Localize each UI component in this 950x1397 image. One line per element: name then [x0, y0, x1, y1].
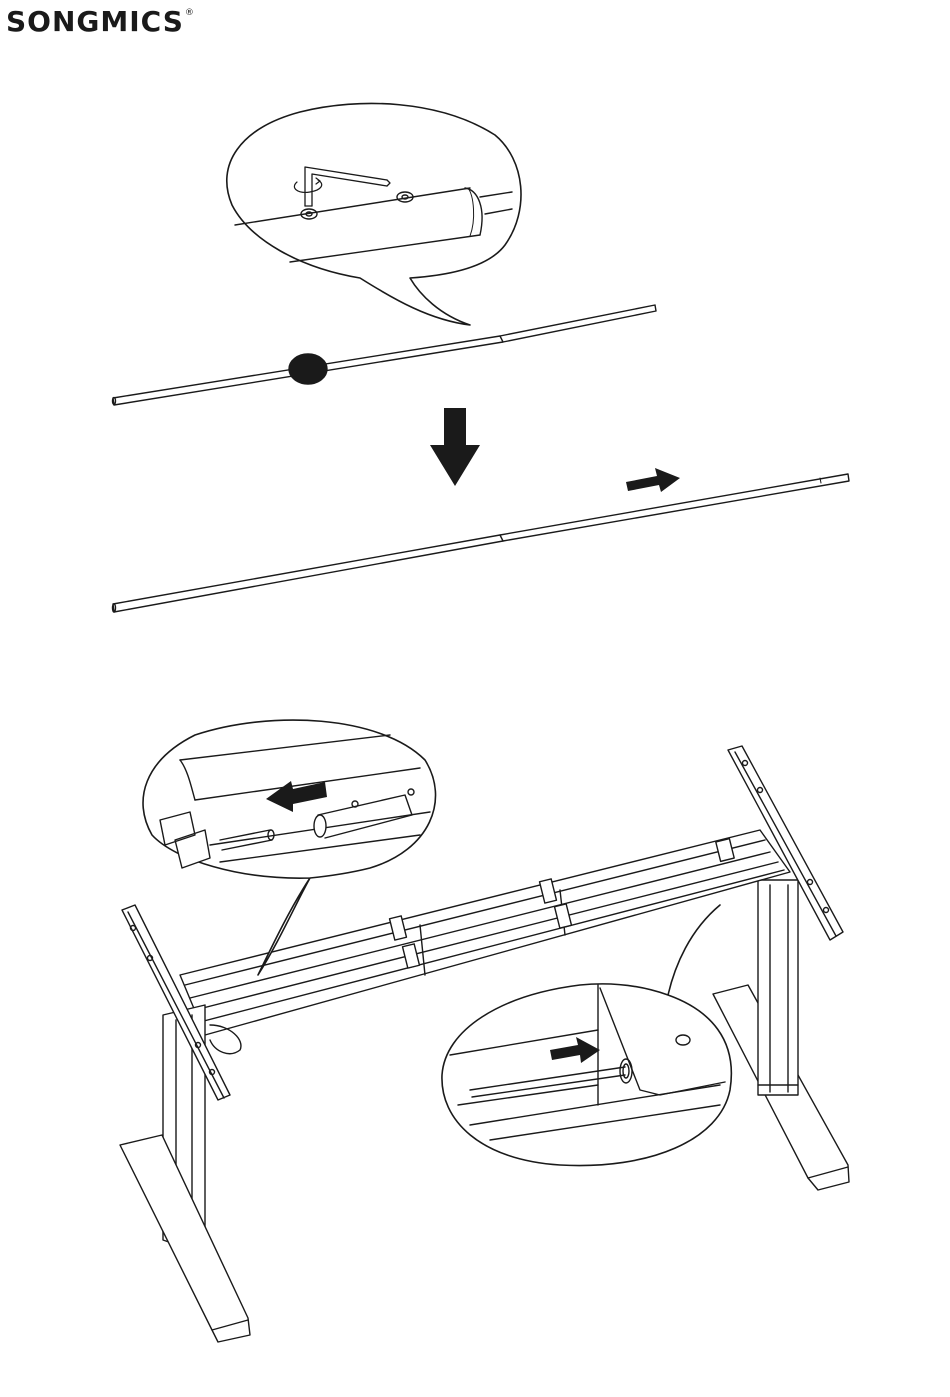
rod-after-extension: [113, 474, 850, 612]
detail-bubble-top: [227, 103, 521, 325]
rod-before-extension: [113, 305, 657, 405]
arrow-down-icon: [430, 408, 480, 486]
arrow-right-icon: [626, 468, 680, 492]
right-leg: [758, 880, 798, 1095]
marker-dot: [289, 354, 327, 384]
